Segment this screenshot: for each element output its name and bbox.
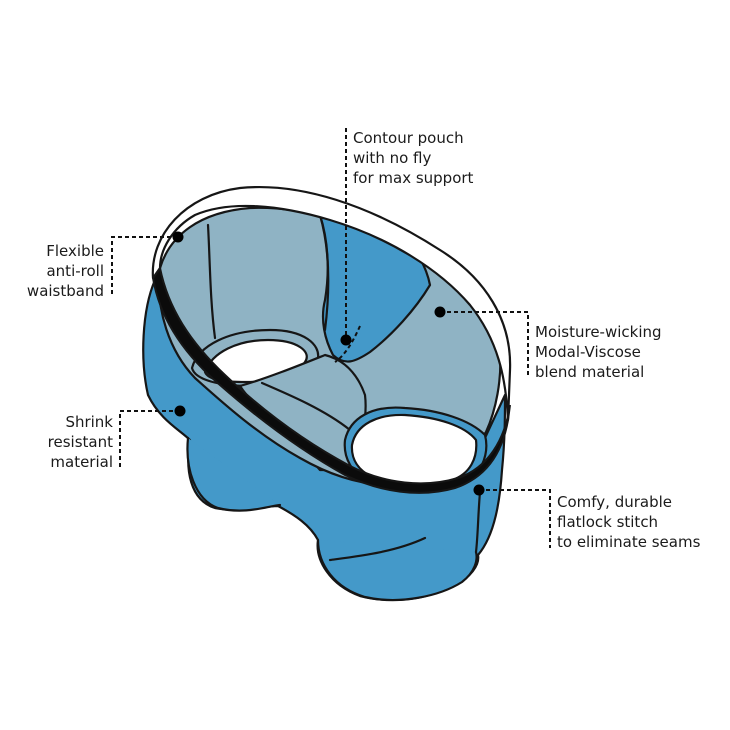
waistband-line-2: anti-roll bbox=[46, 262, 104, 280]
contour-pouch-line-1: Contour pouch bbox=[353, 129, 464, 147]
leader-lines bbox=[111, 128, 551, 548]
moisture-wicking-line-2: Modal-Viscose bbox=[535, 343, 641, 361]
leader-waistband bbox=[111, 236, 178, 294]
callout-dot-flatlock-stitch bbox=[473, 484, 485, 496]
gusset-seam bbox=[260, 381, 352, 432]
moisture-wicking-line-1: Moisture-wicking bbox=[535, 323, 662, 341]
inner-seam-pouch bbox=[318, 213, 330, 332]
contour-pouch-line-3: for max support bbox=[353, 169, 474, 187]
callout-moisture-wicking: Moisture-wicking Modal-Viscose blend mat… bbox=[535, 323, 662, 381]
callout-flatlock-stitch: Comfy, durable flatlock stitch to elimin… bbox=[557, 493, 701, 551]
waistband-line-3: waistband bbox=[27, 282, 104, 300]
leader-moisture-wicking bbox=[440, 311, 529, 375]
right-leg-cuff bbox=[316, 538, 478, 602]
shrink-resistant-line-1: Shrink bbox=[65, 413, 113, 431]
callout-dot-moisture-wicking bbox=[434, 306, 446, 318]
left-leg-cuff bbox=[186, 436, 282, 512]
waistband-band bbox=[151, 265, 511, 494]
waistband-line-1: Flexible bbox=[46, 242, 104, 260]
callout-waistband: Flexible anti-roll waistband bbox=[27, 242, 104, 300]
flatlock-stitch-line-2: flatlock stitch bbox=[557, 513, 658, 531]
shrink-resistant-line-3: material bbox=[50, 453, 113, 471]
side-seam bbox=[474, 490, 482, 554]
flatlock-stitch-line-3: to eliminate seams bbox=[557, 533, 701, 551]
leader-shrink-resistant bbox=[119, 410, 180, 470]
callout-dot-waistband bbox=[172, 231, 184, 243]
front-seam bbox=[328, 536, 427, 562]
underwear-illustration bbox=[142, 186, 512, 602]
waistband-rim bbox=[151, 186, 512, 422]
shrink-resistant-line-2: resistant bbox=[48, 433, 113, 451]
callout-dot-contour-pouch bbox=[340, 334, 352, 346]
flatlock-stitch-line-1: Comfy, durable bbox=[557, 493, 672, 511]
inner-seam-left bbox=[206, 223, 217, 340]
callout-dot-shrink-resistant bbox=[174, 405, 186, 417]
callout-dots bbox=[172, 231, 485, 496]
callout-contour-pouch: Contour pouch with no fly for max suppor… bbox=[353, 129, 474, 187]
moisture-wicking-line-3: blend material bbox=[535, 363, 644, 381]
callout-shrink-resistant: Shrink resistant material bbox=[48, 413, 114, 471]
leader-flatlock-stitch bbox=[479, 489, 551, 548]
contour-pouch-line-2: with no fly bbox=[353, 149, 431, 167]
